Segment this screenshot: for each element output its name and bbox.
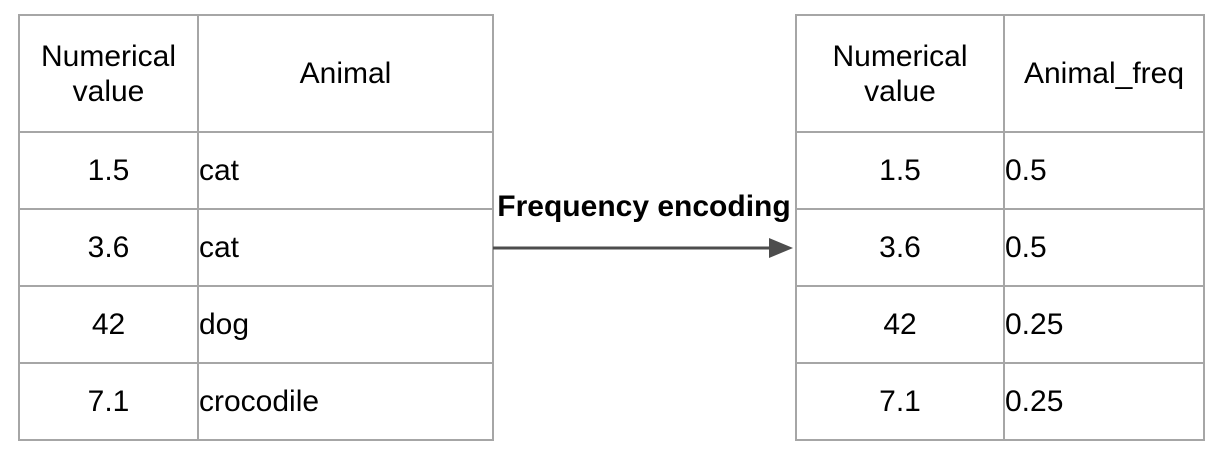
table-cell: 0.25 [1003,285,1205,364]
table-cell: 0.5 [1003,131,1205,210]
table-row: 42 0.25 [795,285,1205,364]
table-cell: 0.25 [1003,362,1205,441]
header-cell-animal: Animal [197,14,494,133]
frequency-encoding-label: Frequency encoding [497,190,791,223]
table-cell: 0.5 [1003,208,1205,287]
table-cell: cat [197,131,494,210]
encoded-table: Numerical value Animal_freq 1.5 0.5 3.6 … [795,14,1205,441]
table-cell: 42 [18,285,199,364]
table-row: 3.6 cat [18,208,494,287]
table-cell: 1.5 [18,131,199,210]
table-cell: crocodile [197,362,494,441]
table-cell: 42 [795,285,1005,364]
table-cell: 7.1 [18,362,199,441]
table-header-row: Numerical value Animal [18,14,494,133]
table-cell: cat [197,208,494,287]
header-cell-animal-freq: Animal_freq [1003,14,1205,133]
table-row: 7.1 crocodile [18,362,494,441]
table-cell: dog [197,285,494,364]
table-row: 3.6 0.5 [795,208,1205,287]
header-cell-numerical-value: Numerical value [18,14,199,133]
table-cell: 3.6 [795,208,1005,287]
table-row: 1.5 0.5 [795,131,1205,210]
table-cell: 7.1 [795,362,1005,441]
table-header-row: Numerical value Animal_freq [795,14,1205,133]
table-row: 7.1 0.25 [795,362,1205,441]
table-cell: 3.6 [18,208,199,287]
source-table: Numerical value Animal 1.5 cat 3.6 cat 4… [18,14,494,441]
header-cell-numerical-value: Numerical value [795,14,1005,133]
table-row: 42 dog [18,285,494,364]
table-row: 1.5 cat [18,131,494,210]
table-cell: 1.5 [795,131,1005,210]
right-arrow-icon [493,238,793,258]
